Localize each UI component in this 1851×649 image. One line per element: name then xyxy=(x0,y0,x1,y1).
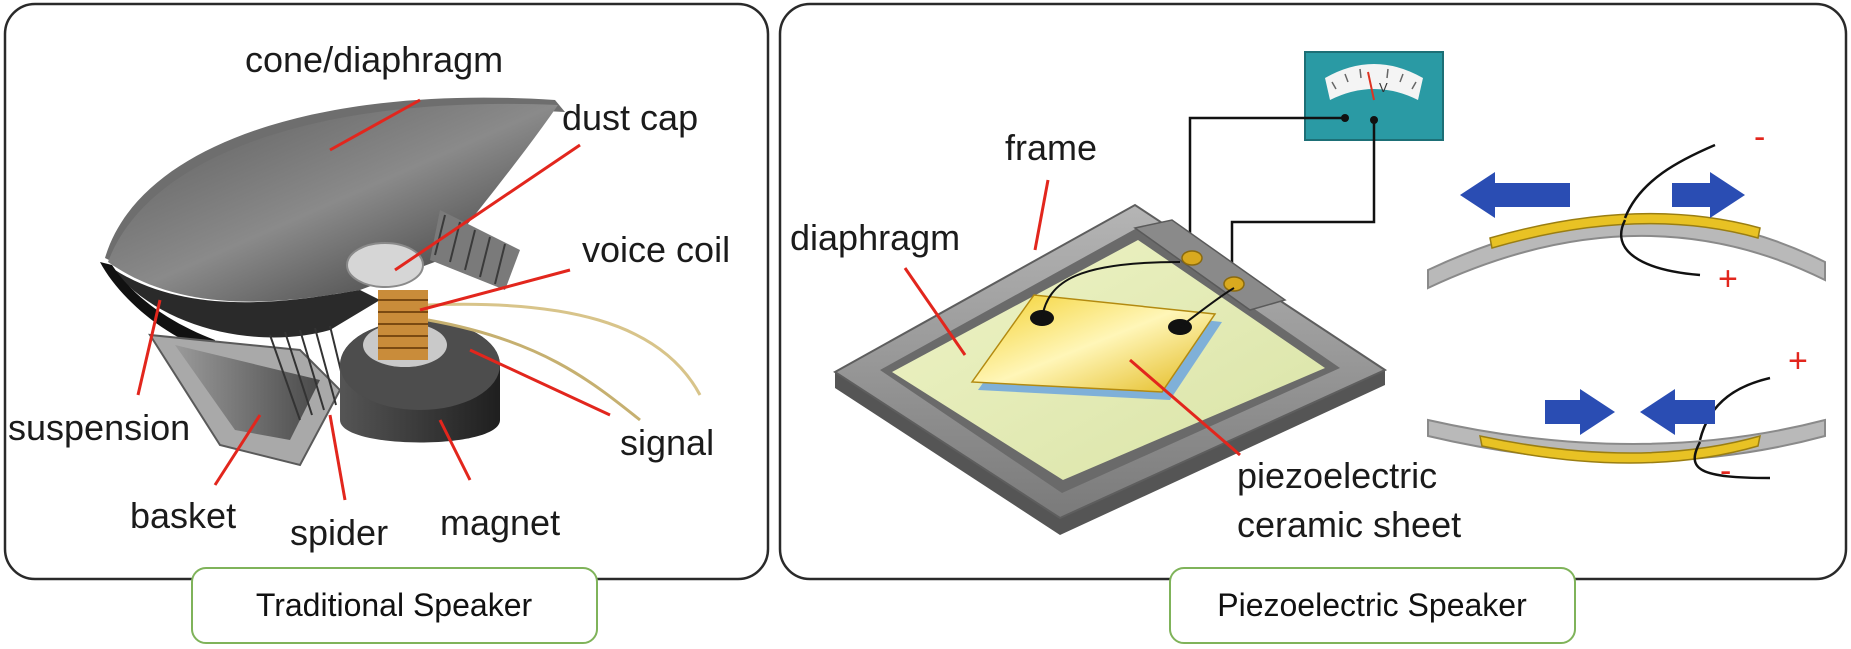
traditional-caption-box xyxy=(191,567,598,644)
label-frame: frame xyxy=(1005,127,1097,168)
label-voice-coil: voice coil xyxy=(582,229,730,270)
arrow-right-icon xyxy=(1672,172,1745,218)
piezo-caption-box xyxy=(1169,567,1576,644)
traditional-leader-lines xyxy=(136,98,611,501)
label-magnet: magnet xyxy=(440,502,560,543)
polarity-top-plus: + xyxy=(1718,260,1738,298)
polarity-bottom-plus: + xyxy=(1788,342,1808,380)
label-basket: basket xyxy=(130,495,236,536)
label-spider: spider xyxy=(290,512,388,553)
loudspeaker-cutaway-icon xyxy=(100,97,702,467)
traditional-caption: Traditional Speaker xyxy=(256,587,533,623)
bending-inward-illustration: + - xyxy=(1427,342,1826,490)
piezo-caption: Piezoelectric Speaker xyxy=(1217,587,1527,623)
arrow-left-icon xyxy=(1460,172,1570,218)
meter-unit: V xyxy=(1379,80,1388,95)
piezo-leader-lines xyxy=(903,179,1241,457)
piezo-device-icon xyxy=(833,203,1388,535)
label-piezo-line1: piezoelectric xyxy=(1237,455,1437,496)
label-cone-diaphragm: cone/diaphragm xyxy=(245,39,503,80)
arrow-left-icon xyxy=(1640,389,1715,435)
label-suspension: suspension xyxy=(8,407,190,448)
label-dust-cap: dust cap xyxy=(562,97,698,138)
polarity-bottom-minus: - xyxy=(1720,452,1731,490)
label-diaphragm: diaphragm xyxy=(790,217,960,258)
label-signal: signal xyxy=(620,422,714,463)
label-piezo-line2: ceramic sheet xyxy=(1237,504,1461,545)
polarity-top-minus: - xyxy=(1754,118,1765,156)
arrow-right-icon xyxy=(1545,389,1615,435)
bending-outward-illustration: - + xyxy=(1427,118,1826,298)
